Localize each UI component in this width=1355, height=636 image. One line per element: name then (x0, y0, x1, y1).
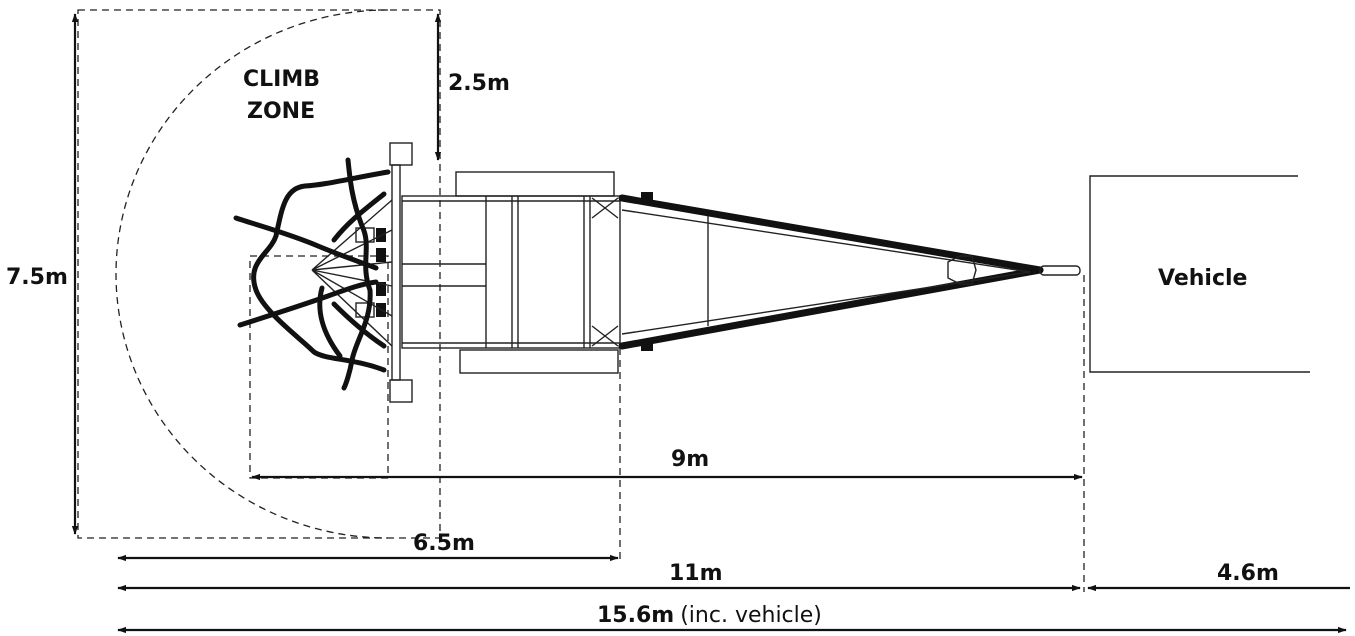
mast-assembly (311, 142, 413, 403)
mast-bolt-2 (376, 248, 386, 262)
dimension-9m: 9m (251, 447, 1083, 481)
dimension-total: 15.6m(inc. vehicle) (117, 603, 1347, 634)
vehicle-outline (1089, 175, 1310, 373)
mast-bolt-3 (376, 282, 386, 296)
mast-plate (391, 164, 401, 381)
hitch-brace (947, 255, 977, 285)
dimension-total-note: (inc. vehicle) (680, 603, 822, 628)
drawbar-clamp-top (641, 192, 653, 204)
mast-fan-lines (311, 199, 393, 347)
dimension-9m-label: 9m (671, 447, 709, 472)
dimension-4-6m-label: 4.6m (1217, 561, 1279, 586)
hitch-coupling (1039, 265, 1081, 276)
dimension-4-6m: 4.6m (1087, 561, 1350, 592)
height-dimension: 7.5m (6, 13, 79, 535)
rope-6 (331, 301, 387, 349)
vehicle-label: Vehicle (1158, 266, 1247, 291)
trailer-frame (401, 195, 621, 349)
top-clearance-label: 2.5m (448, 71, 510, 96)
rope-3 (233, 215, 379, 271)
climb-zone-arc (115, 9, 389, 539)
trailer (401, 171, 1081, 374)
climbing-ropes (233, 157, 391, 391)
drawbar-bottom-inner (621, 271, 1031, 335)
mast-cap-bottom (389, 379, 413, 403)
trailer-skid-top (455, 171, 615, 197)
climb-zone-label-line2: ZONE (247, 99, 315, 124)
drawbar-bottom (618, 266, 1044, 350)
dimension-6-5m-label: 6.5m (413, 531, 475, 556)
vehicle: Vehicle (1089, 175, 1310, 373)
mast-cap-top (389, 142, 413, 166)
dimension-total-label: 15.6m(inc. vehicle) (597, 603, 822, 628)
drawbar-top (618, 194, 1044, 274)
drawbar-top-inner (621, 209, 1031, 273)
dimension-11m: 11m (117, 561, 1081, 592)
frame-brace-bottom (591, 325, 619, 347)
trailer-skid-bottom (459, 349, 619, 374)
rope-7 (317, 285, 343, 359)
dimension-11m-label: 11m (669, 561, 723, 586)
rope-5 (331, 191, 387, 243)
rope-1 (251, 169, 391, 373)
rope-2 (341, 157, 373, 391)
rope-4 (237, 279, 379, 328)
height-dimension-label: 7.5m (6, 265, 68, 290)
dimension-6-5m: 6.5m (117, 531, 619, 562)
climb-zone-label-line1: CLIMB (243, 67, 320, 92)
top-clearance-dimension: 2.5m (434, 13, 510, 161)
drawbar-clamp-bottom (641, 339, 653, 351)
dimension-total-value: 15.6m (597, 603, 674, 628)
frame-brace-top (591, 197, 619, 219)
